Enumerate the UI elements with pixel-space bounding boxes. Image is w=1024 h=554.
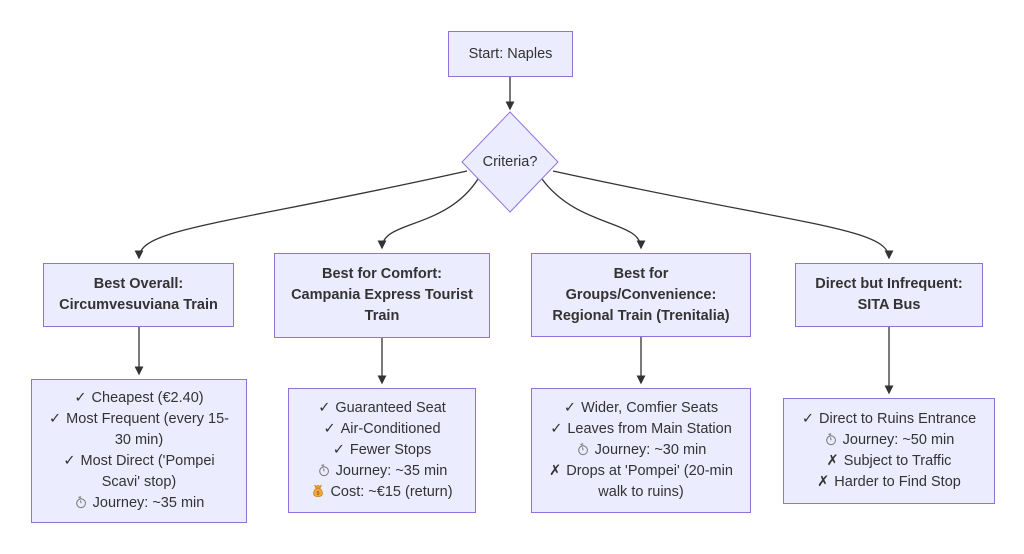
check-icon: ✓ xyxy=(563,400,577,416)
detail-text: Air-Conditioned xyxy=(340,421,441,437)
detail-text: Fewer Stops xyxy=(349,442,432,458)
node-option4-title: Direct but Infrequent: SITA Bus xyxy=(795,263,983,327)
node-option3-details: ✓Wider, Comfier Seats✓Leaves from Main S… xyxy=(531,388,751,513)
detail-line: ✓Air-Conditioned xyxy=(323,419,440,440)
detail-line: ✓Most Direct ('Pompei Scavi' stop) xyxy=(45,451,233,493)
node-start-label: Start: Naples xyxy=(468,45,553,62)
detail-line: ✗Harder to Find Stop xyxy=(817,472,961,493)
moneybag-icon: $ xyxy=(313,484,324,497)
detail-line: ✓Fewer Stops xyxy=(333,440,432,461)
detail-text: Subject to Traffic xyxy=(843,453,952,469)
title-line: Best for Comfort: xyxy=(321,266,443,282)
detail-text: Leaves from Main Station xyxy=(567,421,732,437)
title-line: Best for xyxy=(613,265,669,282)
check-icon: ✓ xyxy=(801,411,814,427)
node-option1-details: ✓Cheapest (€2.40)✓Most Frequent (every 1… xyxy=(31,379,247,523)
cross-icon: ✗ xyxy=(817,474,830,490)
node-start: Start: Naples xyxy=(448,31,573,77)
detail-text: Drops at 'Pompei' (20-min walk to ruins) xyxy=(566,463,733,500)
title-line: Campania Express Tourist xyxy=(291,287,473,303)
stopwatch-icon xyxy=(577,443,588,456)
check-icon: ✓ xyxy=(332,442,345,458)
node-option2-title: Best for Comfort: Campania Express Touris… xyxy=(274,253,490,338)
node-decision: Criteria? xyxy=(462,112,558,212)
detail-line: ✓ Direct to Ruins Entrance xyxy=(802,409,976,430)
title-line: Circumvesuviana Train xyxy=(59,297,218,313)
detail-text: Journey: ~35 min xyxy=(92,495,205,511)
decision-diamond xyxy=(461,111,559,213)
detail-text: Journey: ~30 min xyxy=(594,442,707,458)
node-option2-details: ✓Guaranteed Seat✓Air-Conditioned✓Fewer S… xyxy=(288,388,476,513)
edge-decision-option3 xyxy=(541,178,646,250)
stopwatch-icon xyxy=(75,496,86,509)
title-line: Direct but Infrequent: xyxy=(815,276,963,292)
stopwatch-icon xyxy=(318,464,329,477)
detail-line: Journey: ~50 min xyxy=(824,430,955,451)
detail-line: Journey: ~35 min xyxy=(74,493,205,514)
node-option1-title: Best Overall: Circumvesuviana Train xyxy=(43,263,234,327)
detail-line: Journey: ~30 min xyxy=(576,440,707,461)
detail-text: Guaranteed Seat xyxy=(335,400,446,416)
detail-line: ✗Subject to Traffic xyxy=(827,451,952,472)
detail-line: ✓Guaranteed Seat xyxy=(318,398,446,419)
title-line: Best Overall: xyxy=(93,276,184,292)
check-icon: ✓ xyxy=(74,390,87,406)
edge-decision-option4 xyxy=(552,170,894,260)
title-line: Train xyxy=(364,308,400,324)
title-line: SITA Bus xyxy=(857,297,921,313)
detail-text: Most Direct ('Pompei Scavi' stop) xyxy=(80,453,215,490)
detail-line: ✓Leaves from Main Station xyxy=(550,419,732,440)
check-icon: ✓ xyxy=(63,453,76,469)
title-line: Groups/Convenience: xyxy=(565,286,717,303)
edge-decision-option2 xyxy=(377,178,479,250)
node-decision-label: Criteria? xyxy=(482,153,538,170)
check-icon: ✓ xyxy=(323,421,336,437)
detail-text: Cost: ~€15 (return) xyxy=(330,484,453,500)
edge-decision-option1 xyxy=(134,170,468,260)
detail-text: Journey: ~50 min xyxy=(842,432,955,448)
detail-line: ✓Wider, Comfier Seats xyxy=(564,398,718,419)
check-icon: ✓ xyxy=(318,400,331,416)
detail-text: Direct to Ruins Entrance xyxy=(819,411,977,427)
stopwatch-icon xyxy=(825,433,836,446)
detail-line: ✓Cheapest (€2.40) xyxy=(74,388,203,409)
detail-line: ✗Drops at 'Pompei' (20-min walk to ruins… xyxy=(547,461,735,503)
detail-line: ✓Most Frequent (every 15-30 min) xyxy=(45,409,233,451)
check-icon: ✓ xyxy=(550,421,563,437)
detail-text: Cheapest (€2.40) xyxy=(91,390,204,406)
check-icon: ✓ xyxy=(49,411,62,427)
detail-line: Journey: ~35 min xyxy=(317,461,448,482)
detail-line: $ Cost: ~€15 (return) xyxy=(311,482,453,503)
detail-text: Wider, Comfier Seats xyxy=(581,400,719,416)
cross-icon: ✗ xyxy=(826,453,839,469)
detail-text: Journey: ~35 min xyxy=(335,463,448,479)
title-line: Regional Train (Trenitalia) xyxy=(552,307,730,324)
svg-text:$: $ xyxy=(317,491,321,497)
cross-icon: ✗ xyxy=(549,463,562,479)
detail-text: Most Frequent (every 15-30 min) xyxy=(66,411,229,448)
detail-text: Harder to Find Stop xyxy=(834,474,961,490)
